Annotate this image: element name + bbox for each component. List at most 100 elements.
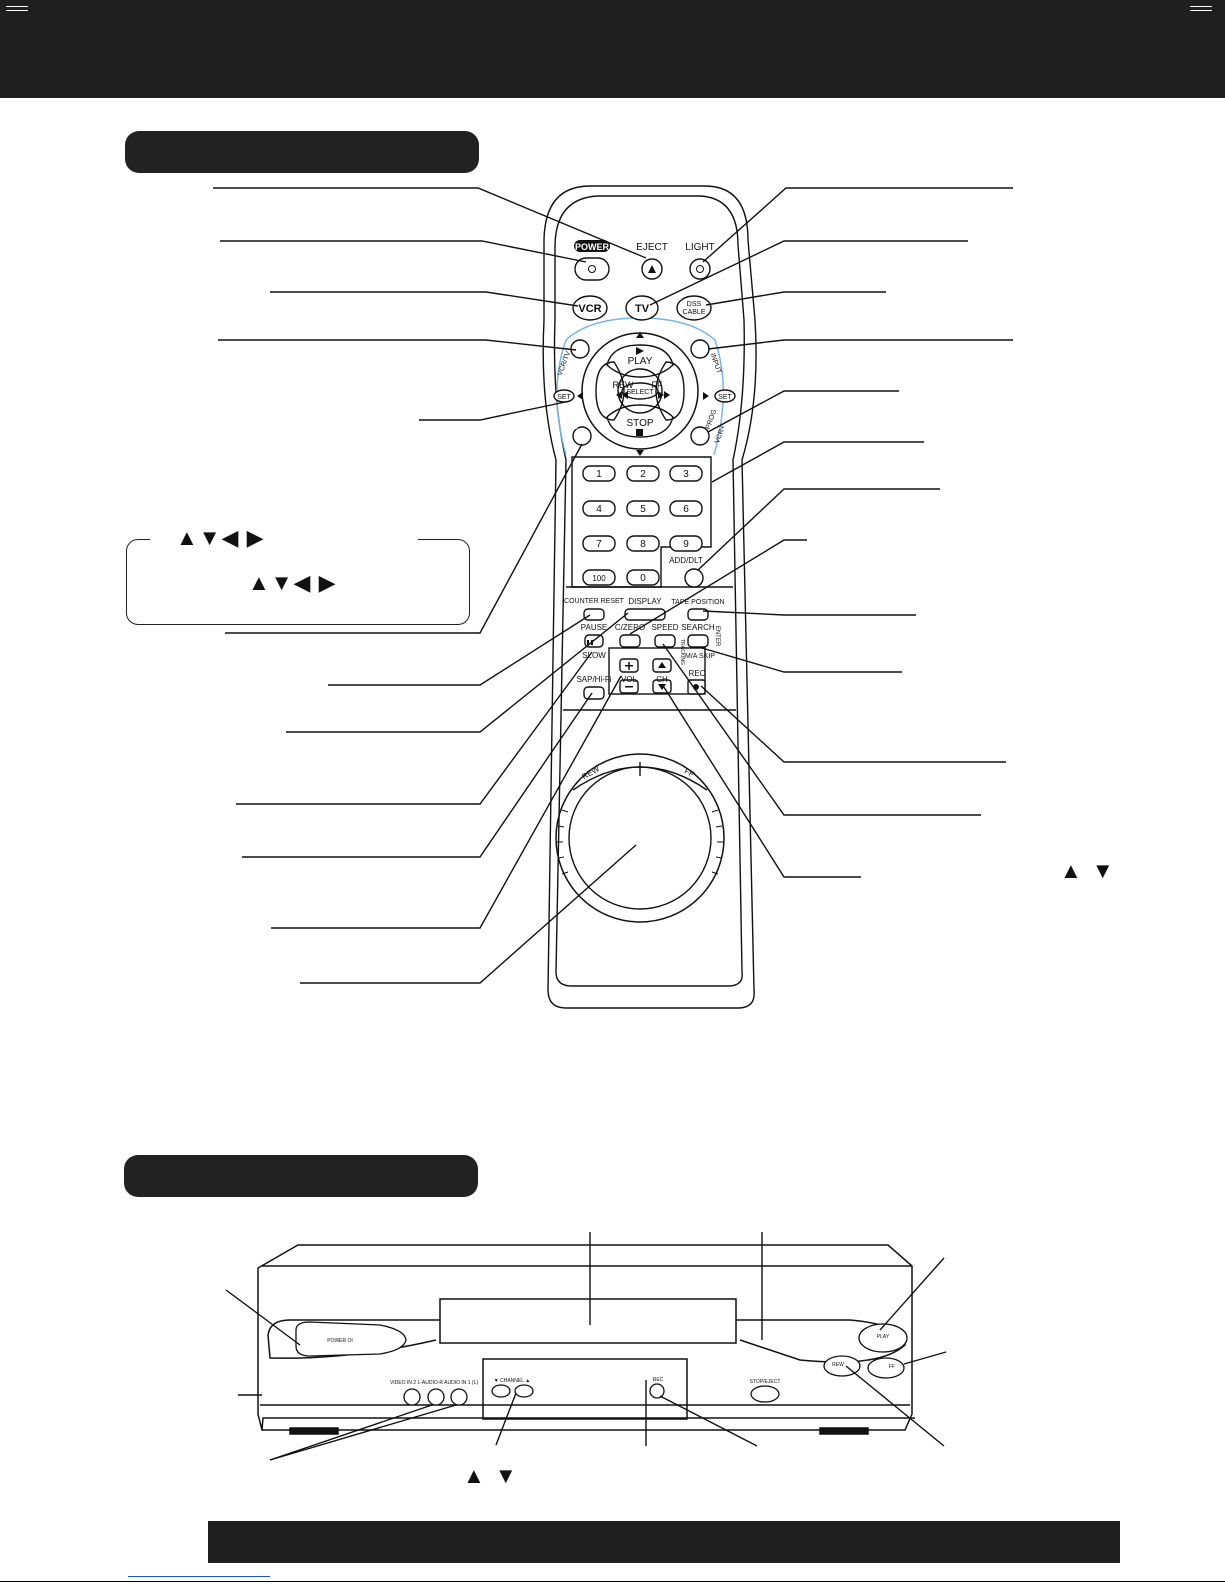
ff-label: FF [652, 380, 663, 390]
action-button[interactable] [572, 426, 592, 446]
channel-up-button-front[interactable] [514, 1384, 534, 1398]
light-icon [696, 265, 704, 273]
note-arrows-body: ▲▼◀ ▶ [248, 570, 337, 595]
enter-label: ENTER [714, 626, 720, 647]
play-button[interactable] [606, 344, 674, 378]
ch-down-icon [658, 684, 666, 690]
keypad-label: 4 [596, 504, 602, 515]
rew-label: REW [613, 380, 635, 390]
keypad-key-1[interactable] [582, 465, 616, 482]
counter-reset-button[interactable] [583, 608, 605, 621]
tv-button[interactable] [625, 295, 659, 321]
dss-cable-button[interactable] [676, 295, 712, 321]
power-label: POWER [575, 242, 610, 252]
keypad-key-2[interactable] [626, 465, 660, 482]
keypad-label: 3 [683, 469, 689, 480]
play-label: PLAY [628, 356, 653, 367]
set-right-label: SET [718, 394, 732, 401]
jog-ff-label: FF [683, 766, 696, 779]
stop-eject-button-front[interactable] [750, 1385, 780, 1403]
ch-label: CH [656, 675, 668, 684]
channel-down-button-front[interactable] [491, 1384, 511, 1398]
callout-leaders [213, 187, 1013, 984]
c-zero-button[interactable] [619, 634, 641, 648]
power-button-front[interactable] [295, 1321, 407, 1357]
ff-icon [664, 391, 670, 399]
tv-label: TV [635, 303, 650, 315]
keypad-key-7[interactable] [582, 535, 616, 552]
footer-rule [0, 1581, 1225, 1582]
rew-button[interactable] [595, 361, 625, 421]
display-button[interactable] [624, 608, 666, 621]
light-label: LIGHT [685, 242, 714, 253]
keypad-key-100[interactable] [582, 569, 616, 586]
set-right-button[interactable] [714, 389, 736, 403]
power-button[interactable] [574, 257, 610, 281]
input-jacks-label: VIDEO IN 2 L-AUDIO-R AUDIO IN 1 (L) [390, 1380, 478, 1386]
tracking-label: TRACKING [679, 639, 685, 665]
add-dlt-button[interactable] [684, 568, 704, 588]
c-zero-label: C/ZERO [615, 623, 645, 632]
keypad-key-9[interactable] [669, 535, 703, 552]
rec-button-front[interactable] [649, 1383, 665, 1399]
down-arrow-icon [636, 450, 644, 456]
jog-dial[interactable] [557, 809, 723, 875]
prog-button[interactable] [690, 426, 710, 446]
keypad-label: 5 [640, 504, 646, 515]
set-left-label: SET [557, 394, 571, 401]
stop-icon [636, 429, 643, 436]
pause-icon [587, 640, 589, 645]
tape-position-button[interactable] [687, 608, 709, 621]
speed-label: SPEED [651, 623, 678, 632]
rec-label-front: REC [653, 1377, 664, 1383]
audio-l-input-jack[interactable] [427, 1388, 445, 1406]
power-icon [588, 265, 596, 273]
video-input-jack[interactable] [403, 1388, 421, 1406]
ff-label-front: FF [889, 1364, 895, 1370]
vcrtv-button[interactable] [570, 339, 590, 359]
keypad-key-5[interactable] [626, 500, 660, 517]
audio-r-input-jack[interactable] [450, 1388, 468, 1406]
search-button[interactable] [687, 634, 709, 648]
stop-label: STOP [626, 418, 653, 429]
counter-reset-label: COUNTER RESET [564, 598, 625, 605]
power-label-front: POWER OI [327, 1338, 353, 1344]
left-arrow-icon [577, 392, 583, 400]
keypad-key-4[interactable] [582, 500, 616, 517]
keypad-key-3[interactable] [669, 465, 703, 482]
vcr-button[interactable] [572, 295, 608, 321]
rec-label: REC [689, 669, 706, 678]
speed-button[interactable] [654, 634, 676, 648]
stop-eject-label-front: STOP/EJECT [750, 1379, 781, 1385]
sap-hifi-button[interactable] [583, 686, 605, 700]
cable-label: CABLE [683, 309, 706, 316]
ff-button-front[interactable] [867, 1357, 905, 1379]
eject-label: EJECT [636, 242, 668, 253]
keypad-key-8[interactable] [626, 535, 660, 552]
ch-up-icon [658, 662, 666, 668]
stop-button[interactable] [606, 404, 674, 438]
eject-icon [648, 265, 656, 273]
keypad-label: 7 [596, 539, 602, 550]
keypad-label: 2 [640, 469, 646, 480]
slow-label: SLOW [582, 651, 606, 660]
play-button-front[interactable] [858, 1323, 908, 1353]
keypad-label: 100 [592, 574, 606, 583]
remote-body [542, 185, 757, 1009]
ch-arrows-front-label: ▲ ▼ [463, 1463, 519, 1488]
keypad-label: 8 [640, 539, 646, 550]
right-arrow-icon [703, 392, 709, 400]
keypad-key-6[interactable] [669, 500, 703, 517]
input-button[interactable] [690, 339, 710, 359]
vol-minus-icon [625, 686, 633, 688]
light-button[interactable] [689, 258, 711, 280]
note-arrows-title: ▲▼◀ ▶ [176, 525, 265, 550]
rew-button-front[interactable] [823, 1355, 861, 1377]
select-label: SELECT [626, 389, 654, 396]
search-label: SEARCH [681, 623, 715, 632]
keypad-key-0[interactable] [626, 569, 660, 586]
ff-button[interactable] [655, 361, 685, 421]
front-section-label [124, 1155, 478, 1197]
remote-section-label [125, 131, 479, 173]
